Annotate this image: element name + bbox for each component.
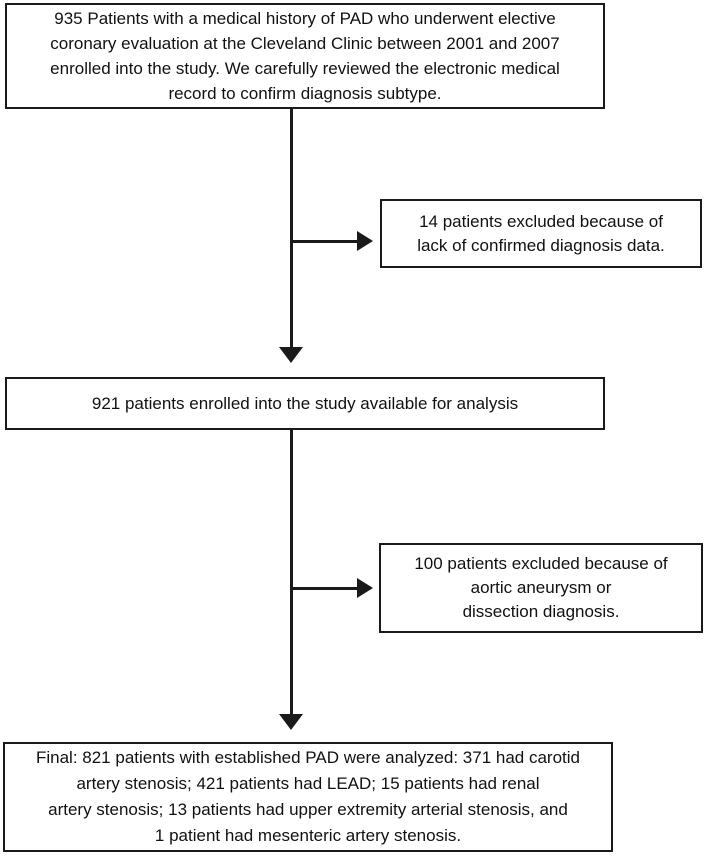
exclusion-aortic-aneurysm-box: 100 patients excluded because of aortic … — [379, 543, 703, 633]
enrollment-box: 935 Patients with a medical history of P… — [5, 3, 605, 109]
enrollment-box-text: 935 Patients with a medical history of P… — [50, 9, 560, 103]
right-arrowhead-icon — [357, 578, 373, 598]
connector-enrollment-to-available-line — [290, 109, 293, 350]
final-analysis-box: Final: 821 patients with established PAD… — [3, 742, 613, 852]
available-for-analysis-text: 921 patients enrolled into the study ava… — [91, 393, 519, 413]
connector-available-to-final-line — [290, 430, 293, 715]
branch-exclusion1-line — [291, 240, 358, 243]
right-arrowhead-icon — [357, 231, 373, 251]
final-analysis-text: Final: 821 patients with established PAD… — [35, 748, 580, 845]
down-arrowhead-icon — [279, 347, 303, 363]
down-arrowhead-icon — [279, 714, 303, 730]
branch-exclusion2-line — [291, 587, 358, 590]
available-for-analysis-box: 921 patients enrolled into the study ava… — [5, 377, 605, 430]
exclusion-aortic-aneurysm-text: 100 patients excluded because of aortic … — [414, 554, 668, 621]
exclusion-lack-of-diagnosis-text: 14 patients excluded because of lack of … — [417, 211, 665, 255]
exclusion-lack-of-diagnosis-box: 14 patients excluded because of lack of … — [380, 199, 702, 268]
